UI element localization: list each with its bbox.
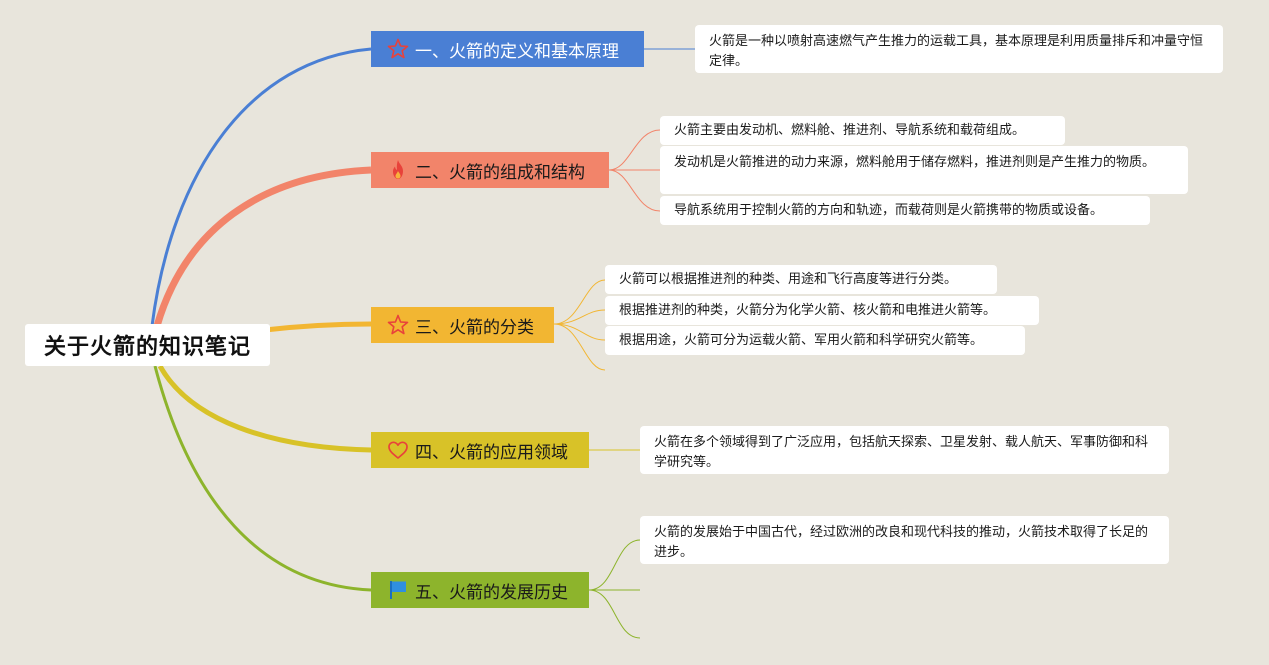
- note-text: 导航系统用于控制火箭的方向和轨迹，而载荷则是火箭携带的物质或设备。: [674, 203, 1104, 218]
- note-text: 根据用途，火箭可分为运载火箭、军用火箭和科学研究火箭等。: [619, 333, 984, 348]
- branch-topic-1[interactable]: 一、火箭的定义和基本原理: [371, 31, 644, 67]
- link-branch-3-note-2: [553, 309, 606, 325]
- note-4-1[interactable]: 火箭在多个领域得到了广泛应用，包括航天探索、卫星发射、载人航天、军事防御和科学研…: [640, 426, 1169, 474]
- note-text: 火箭是一种以喷射高速燃气产生推力的运载工具，基本原理是利用质量排斥和冲量守恒定律…: [709, 34, 1204, 69]
- flag-icon: [385, 577, 411, 603]
- link-branch-5-note: [588, 539, 641, 591]
- root-topic[interactable]: 关于火箭的知识笔记: [25, 324, 270, 366]
- note-text: 根据推进剂的种类，火箭分为化学火箭、核火箭和电推进火箭等。: [619, 303, 997, 318]
- note-text: 火箭的发展始于中国古代，经过欧洲的改良和现代科技的推动，火箭技术取得了长足的进步…: [654, 525, 1149, 560]
- note-text: 火箭主要由发动机、燃料舱、推进剂、导航系统和载荷组成。: [674, 123, 1026, 138]
- note-text: 火箭在多个领域得到了广泛应用，包括航天探索、卫星发射、载人航天、军事防御和科学研…: [654, 435, 1149, 470]
- star-outline-icon: [385, 36, 411, 62]
- branch-title-1: 一、火箭的定义和基本原理: [415, 41, 619, 62]
- branch-topic-4[interactable]: 四、火箭的应用领域: [371, 432, 589, 468]
- link-root-branch-1: [150, 47, 372, 327]
- note-3-1[interactable]: 火箭可以根据推进剂的种类、用途和飞行高度等进行分类。: [605, 265, 997, 294]
- branch-topic-5[interactable]: 五、火箭的发展历史: [371, 572, 589, 608]
- branch-title-5: 五、火箭的发展历史: [415, 582, 568, 603]
- link-root-branch-5: [153, 365, 372, 592]
- branch-title-4: 四、火箭的应用领域: [415, 442, 568, 463]
- note-5-1[interactable]: 火箭的发展始于中国古代，经过欧洲的改良和现代科技的推动，火箭技术取得了长足的进步…: [640, 516, 1169, 564]
- link-branch-2-note-3: [608, 169, 661, 212]
- branch-title-3: 三、火箭的分类: [415, 317, 534, 338]
- link-branch-3-note-3: [553, 323, 606, 341]
- fire-icon: [385, 157, 411, 183]
- note-text: 火箭可以根据推进剂的种类、用途和飞行高度等进行分类。: [619, 272, 958, 287]
- root-title: 关于火箭的知识笔记: [43, 335, 251, 360]
- link-root-branch-4: [157, 364, 372, 453]
- note-3-3[interactable]: 根据用途，火箭可分为运载火箭、军用火箭和科学研究火箭等。: [605, 326, 1025, 355]
- branch-topic-3[interactable]: 三、火箭的分类: [371, 307, 554, 343]
- branch-topic-2[interactable]: 二、火箭的组成和结构: [371, 152, 609, 188]
- link-branch-2-note-1: [608, 129, 661, 171]
- star-outline-icon: [385, 312, 411, 338]
- link-branch-3-note-1: [553, 279, 606, 325]
- note-2-2[interactable]: 发动机是火箭推进的动力来源，燃料舱用于储存燃料，推进剂则是产生推力的物质。: [660, 146, 1188, 194]
- branch-title-2: 二、火箭的组成和结构: [415, 162, 585, 183]
- heart-outline-icon: [385, 437, 411, 463]
- link-root-branch-2: [153, 166, 372, 327]
- note-2-3[interactable]: 导航系统用于控制火箭的方向和轨迹，而载荷则是火箭携带的物质或设备。: [660, 196, 1150, 225]
- note-text: 发动机是火箭推进的动力来源，燃料舱用于储存燃料，推进剂则是产生推力的物质。: [674, 155, 1156, 170]
- note-2-1[interactable]: 火箭主要由发动机、燃料舱、推进剂、导航系统和载荷组成。: [660, 116, 1065, 145]
- note-3-2[interactable]: 根据推进剂的种类，火箭分为化学火箭、核火箭和电推进火箭等。: [605, 296, 1039, 325]
- link-root-branch-3: [264, 321, 372, 333]
- link-branch-5-child-3: [588, 589, 641, 639]
- link-branch-3-extra: [553, 323, 606, 371]
- note-1-1[interactable]: 火箭是一种以喷射高速燃气产生推力的运载工具，基本原理是利用质量排斥和冲量守恒定律…: [695, 25, 1223, 73]
